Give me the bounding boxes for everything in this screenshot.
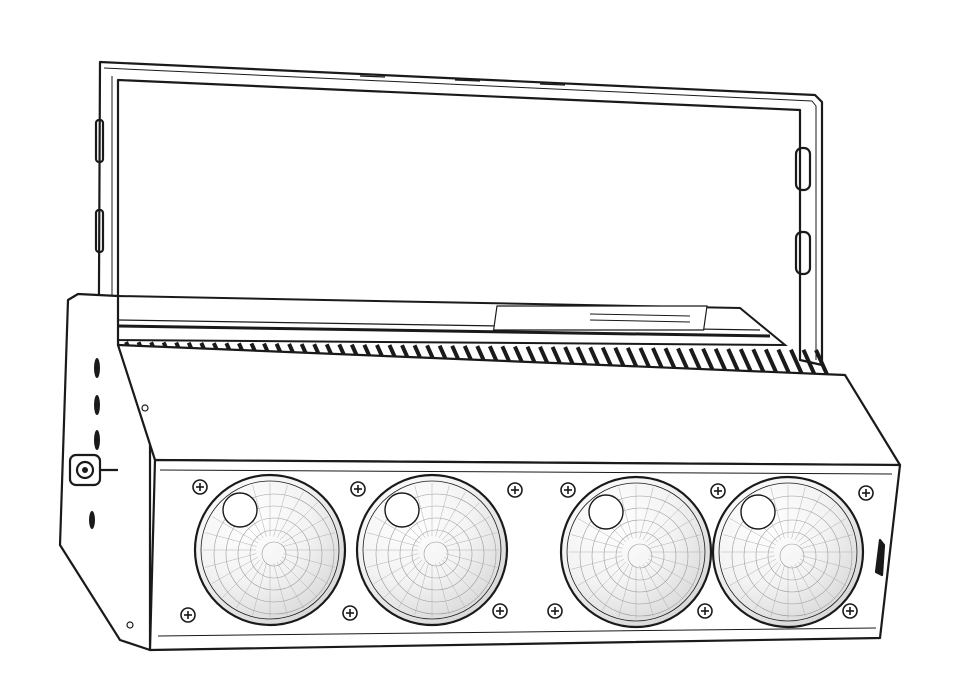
screw: [858, 485, 874, 501]
fixture-housing: [58, 292, 902, 652]
led-emitter: [222, 492, 258, 528]
front-face: [148, 458, 902, 652]
yoke-slots: [94, 118, 812, 276]
led-lens: [193, 473, 347, 627]
yoke-lock-knob: [68, 453, 118, 487]
led-lens: [559, 475, 713, 629]
screw: [180, 607, 196, 623]
led-lens: [355, 473, 509, 627]
screw: [350, 481, 366, 497]
led-emitter: [740, 494, 776, 530]
lens-array: [193, 473, 865, 629]
screw: [547, 603, 563, 619]
screw: [342, 605, 358, 621]
heatsink-top: [117, 294, 788, 347]
side-panel-holes: [89, 358, 100, 529]
screw: [560, 482, 576, 498]
led-lens: [711, 475, 865, 629]
screw: [710, 483, 726, 499]
screw: [507, 482, 523, 498]
screw: [842, 603, 858, 619]
screw-set: [180, 479, 874, 623]
product-label: [492, 305, 708, 331]
screw: [492, 603, 508, 619]
led-emitter: [588, 494, 624, 530]
led-emitter: [384, 492, 420, 528]
screw: [192, 479, 208, 495]
screw: [697, 603, 713, 619]
